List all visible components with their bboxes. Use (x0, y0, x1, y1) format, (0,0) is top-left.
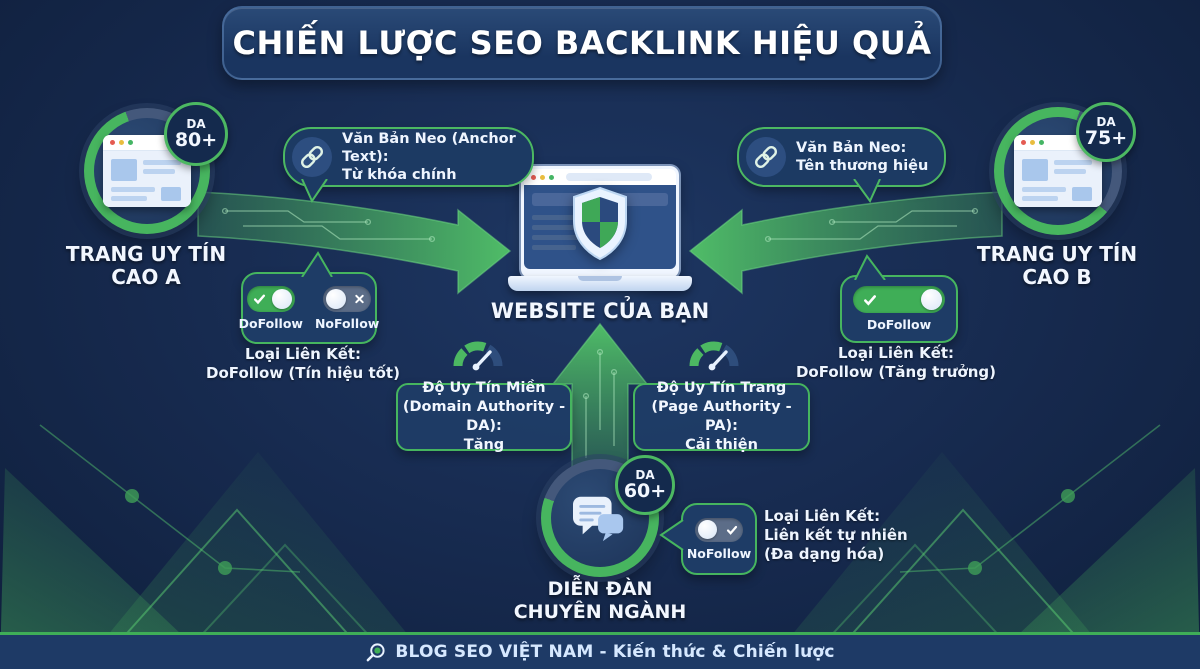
nofollow-toggle-off (323, 285, 372, 312)
arrow-from-site-a (197, 191, 512, 295)
page-authority-card: Độ Uy Tín Trang (Page Authority - PA): C… (633, 380, 810, 453)
title-banner: CHIẾN LƯỢC SEO BACKLINK HIỆU QUẢ (222, 6, 942, 80)
link-type-caption-right: Loại Liên Kết: DoFollow (Tăng trưởng) (795, 344, 997, 381)
panel-tail (854, 254, 886, 280)
browser-toolbar (524, 169, 676, 185)
da-badge-forum: DA 60+ (615, 455, 675, 515)
dofollow-toggle-on (853, 286, 945, 313)
link-type-panel-forum: NoFollow (681, 503, 757, 575)
dofollow-toggle-on (246, 285, 295, 312)
check-icon (253, 292, 266, 305)
chat-bubbles-icon (541, 459, 659, 577)
check-icon (863, 293, 877, 307)
link-type-panel-left: DoFollow NoFollow (239, 272, 379, 344)
gauge-icon (453, 341, 503, 371)
page-title: CHIẾN LƯỢC SEO BACKLINK HIỆU QUẢ (232, 24, 932, 62)
shield-icon (573, 186, 627, 261)
da-badge-site-a: DA 80+ (164, 102, 228, 166)
anchor-text-right: Văn Bản Neo: Tên thương hiệu (796, 140, 929, 174)
link-type-panel-right: DoFollow (840, 275, 958, 343)
link-chain-icon (746, 137, 786, 177)
link-type-caption-left: Loại Liên Kết: DoFollow (Tín hiệu tốt) (206, 345, 400, 382)
magnifier-icon (365, 642, 386, 663)
site-b-label: TRANG UY TÍN CAO B (976, 242, 1138, 289)
anchor-text-bubble-left: Văn Bản Neo (Anchor Text): Từ khóa chính (283, 127, 534, 187)
bubble-tail (853, 179, 881, 203)
panel-tail (301, 251, 333, 277)
forum-label: DIỄN ĐÀN CHUYÊN NGÀNH (513, 578, 687, 623)
footer-bar: BLOG SEO VIỆT NAM - Kiến thức & Chiến lư… (0, 632, 1200, 669)
da-badge-site-b: DA 75+ (1076, 102, 1136, 162)
gauge-icon (689, 341, 739, 371)
x-icon (354, 293, 365, 304)
anchor-text-bubble-right: Văn Bản Neo: Tên thương hiệu (737, 127, 946, 187)
corner-triangles-right (764, 424, 1200, 669)
laptop-base (508, 276, 692, 291)
footer-text: BLOG SEO VIỆT NAM - Kiến thức & Chiến lư… (395, 642, 835, 662)
site-a-label: TRANG UY TÍN CAO A (65, 242, 227, 289)
arrow-from-site-b (688, 191, 1003, 295)
bubble-tail (301, 179, 328, 204)
panel-tail (659, 519, 684, 551)
laptop-notch (578, 276, 622, 281)
domain-authority-card: Độ Uy Tín Miền (Domain Authority - DA): … (396, 380, 572, 453)
corner-triangles-left (0, 424, 436, 669)
nofollow-toggle-off (695, 517, 743, 542)
anchor-text-left: Văn Bản Neo (Anchor Text): Từ khóa chính (342, 131, 516, 183)
website-label: WEBSITE CỦA BẠN (490, 299, 710, 323)
link-chain-icon (292, 137, 332, 177)
check-icon (726, 524, 738, 536)
link-type-caption-forum: Loại Liên Kết: Liên kết tự nhiên (Đa dạn… (764, 507, 908, 563)
